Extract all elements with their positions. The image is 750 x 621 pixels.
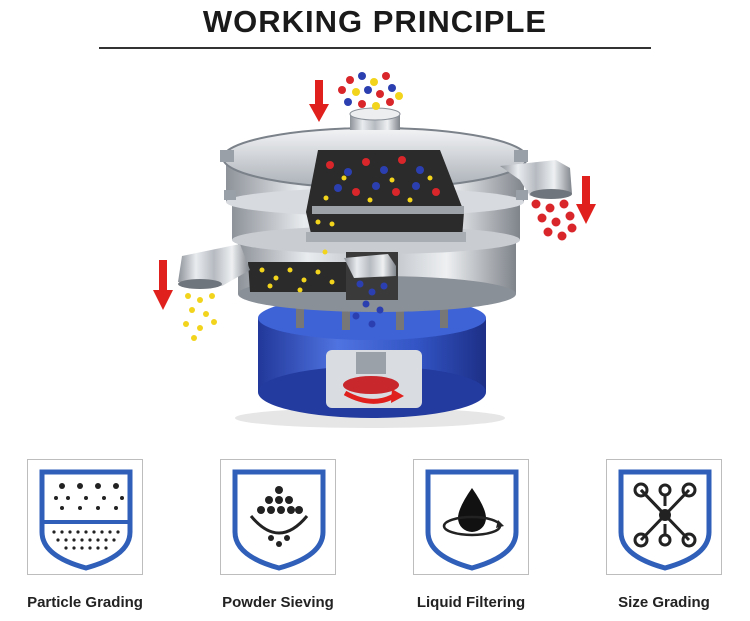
size-grading-icon [607, 460, 723, 576]
flow-arrow-inlet [309, 80, 329, 122]
yellow-particles-output [183, 293, 217, 341]
feature-card-liquid-filtering [413, 459, 529, 575]
screen-mesh-upper [312, 206, 464, 214]
title-divider [99, 47, 651, 49]
particle-grading-icon [28, 460, 144, 576]
red-particles-output [532, 200, 577, 241]
vibrating-sieve-illustration [0, 60, 750, 440]
feature-card-size-grading [606, 459, 722, 575]
feature-label-particle-grading: Particle Grading [0, 594, 170, 611]
flow-arrow-left-outlet [153, 260, 173, 310]
feature-card-powder-sieving [220, 459, 336, 575]
page-title: WORKING PRINCIPLE [0, 4, 750, 40]
feature-card-particle-grading [27, 459, 143, 575]
feature-label-size-grading: Size Grading [579, 594, 749, 611]
input-particles [338, 72, 403, 110]
powder-sieving-icon [221, 460, 337, 576]
feature-label-liquid-filtering: Liquid Filtering [386, 594, 556, 611]
feature-label-powder-sieving: Powder Sieving [193, 594, 363, 611]
liquid-filtering-icon [414, 460, 530, 576]
flow-arrow-right-outlet [576, 176, 596, 224]
